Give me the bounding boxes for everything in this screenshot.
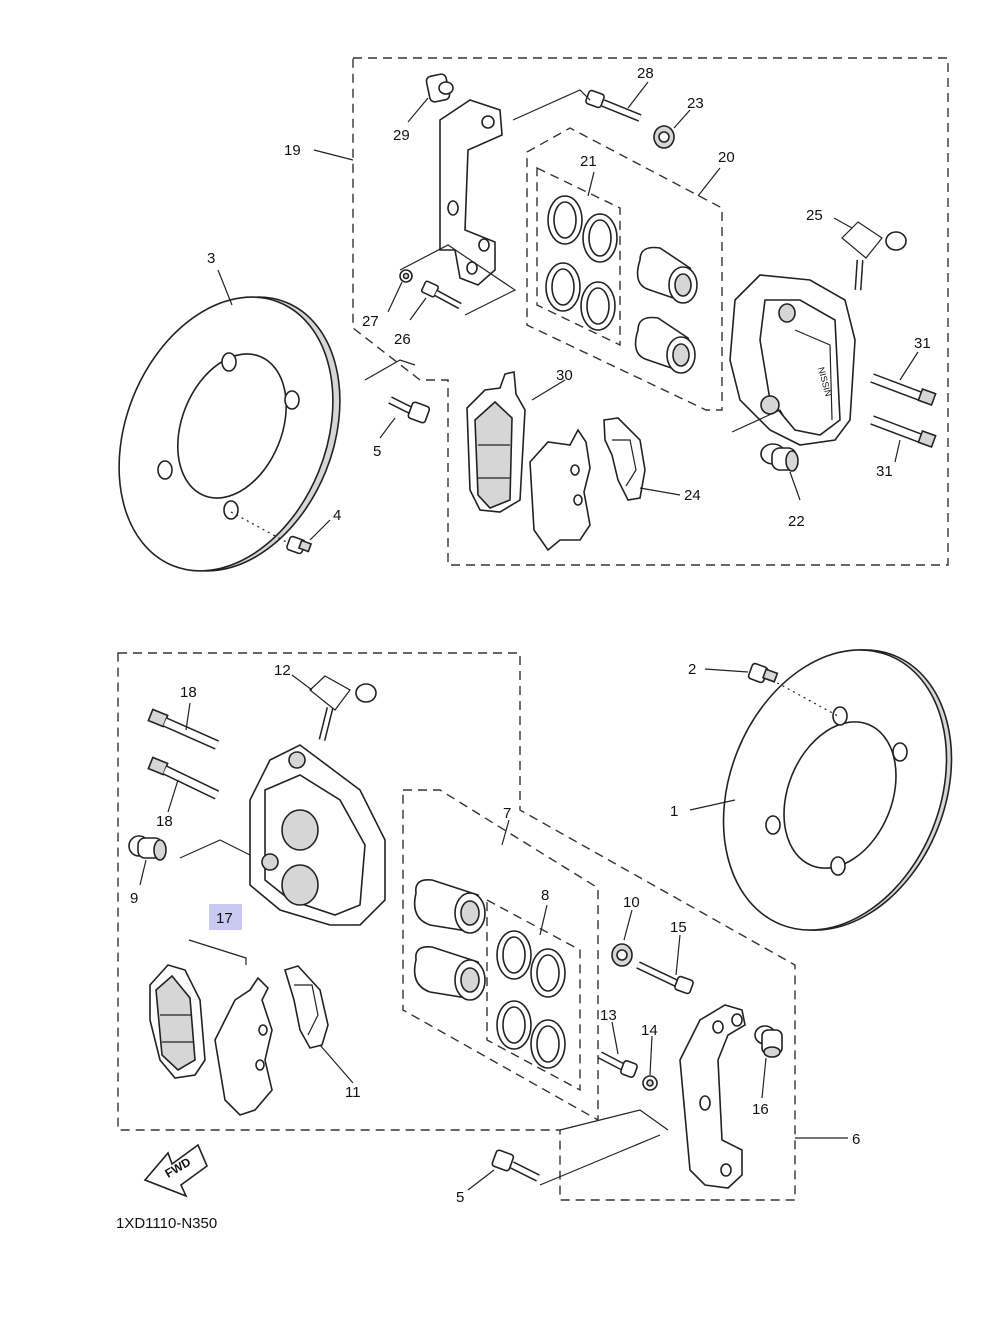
- callout-2: 2: [688, 661, 696, 678]
- callout-18-bottom: 18: [156, 813, 173, 830]
- pistons-upper: [634, 246, 698, 374]
- brake-pads-30: [466, 371, 591, 552]
- fwd-arrow: FWD: [143, 1143, 208, 1198]
- callout-28: 28: [637, 65, 654, 82]
- lower-callouts: 2 1 18 18 9 12 17 11 7 8 10 15 13 14 16 …: [130, 661, 860, 1206]
- pins-31: [870, 373, 937, 449]
- caliper-body-upper: NISSIN: [729, 274, 856, 446]
- pad-spring-11: [284, 965, 329, 1049]
- callout-29: 29: [393, 127, 410, 144]
- callout-31-top: 31: [914, 335, 931, 352]
- caliper-body-lower: [249, 744, 386, 926]
- callout-31-bottom: 31: [876, 463, 893, 480]
- sleeve-29: [425, 73, 454, 103]
- assembly-box-19: [352, 57, 949, 566]
- callout-9: 9: [130, 890, 138, 907]
- seals-8: [496, 930, 566, 1069]
- sleeve-16: [754, 1025, 783, 1058]
- callout-10: 10: [623, 894, 640, 911]
- callout-23: 23: [687, 95, 704, 112]
- callout-13: 13: [600, 1007, 617, 1024]
- upper-callouts: 19 3 4 5 27 26 29 28 23 20 21 25 31 31 2…: [207, 65, 931, 530]
- caliper-bracket-upper: [439, 99, 503, 286]
- upper-leaders: [217, 81, 919, 541]
- leader-17: [188, 939, 247, 965]
- callout-22: 22: [788, 513, 805, 530]
- sleeve-9: [128, 835, 167, 861]
- callout-1: 1: [670, 803, 678, 820]
- washer-27: [399, 269, 413, 283]
- callout-7: 7: [503, 805, 511, 822]
- callout-5-upper: 5: [373, 443, 381, 460]
- callout-20: 20: [718, 149, 735, 166]
- bolt-26: [420, 280, 462, 310]
- callout-30: 30: [556, 367, 573, 384]
- callout-5-lower: 5: [456, 1189, 464, 1206]
- seals-21: [545, 195, 618, 331]
- sleeve-22: [760, 443, 799, 472]
- callout-14: 14: [641, 1022, 658, 1039]
- assembly-box-20: [526, 127, 723, 411]
- brake-pads-17: [149, 964, 273, 1116]
- callout-16: 16: [752, 1101, 769, 1118]
- callout-17: 17: [216, 910, 233, 927]
- nut-23: [653, 125, 675, 149]
- washer-14: [642, 1075, 658, 1091]
- bolt-4: [230, 511, 313, 555]
- callout-24: 24: [684, 487, 701, 504]
- callout-27: 27: [362, 313, 379, 330]
- pistons-lower: [413, 878, 486, 1001]
- callout-12: 12: [274, 662, 291, 679]
- callout-21: 21: [580, 153, 597, 170]
- callout-6: 6: [852, 1131, 860, 1148]
- callout-8: 8: [541, 887, 549, 904]
- callout-3: 3: [207, 250, 215, 267]
- assembly-box-7: [402, 789, 599, 1122]
- callout-18-top: 18: [180, 684, 197, 701]
- bolt-2: [747, 662, 779, 684]
- bleed-valve-25: [841, 221, 907, 291]
- bolt-28: [585, 89, 642, 122]
- diagram-code: 1XD1110-N350: [116, 1215, 217, 1232]
- assembly-box-lower: [117, 652, 796, 1201]
- highlight-17: [209, 904, 242, 930]
- lower-leaders: [139, 668, 848, 1191]
- bolt-5-upper: [388, 396, 431, 424]
- callout-11: 11: [345, 1084, 361, 1101]
- pad-spring-24: [603, 417, 646, 501]
- callout-25: 25: [806, 207, 823, 224]
- bolt-13: [598, 1051, 638, 1078]
- seal-box-8: [486, 898, 581, 1092]
- bleed-valve-12: [309, 675, 377, 741]
- callout-15: 15: [670, 919, 687, 936]
- callout-19: 19: [284, 142, 301, 159]
- washer-10: [611, 943, 633, 967]
- callout-4: 4: [333, 507, 341, 524]
- seal-box-21: [536, 166, 621, 347]
- bolt-15: [636, 961, 694, 995]
- brake-disc-1: [722, 649, 953, 931]
- brake-disc-3: [118, 296, 341, 572]
- caliper-bracket-lower: [679, 1004, 746, 1189]
- bolt-5-lower: [491, 1149, 540, 1182]
- callout-26: 26: [394, 331, 411, 348]
- pins-18: [147, 708, 220, 800]
